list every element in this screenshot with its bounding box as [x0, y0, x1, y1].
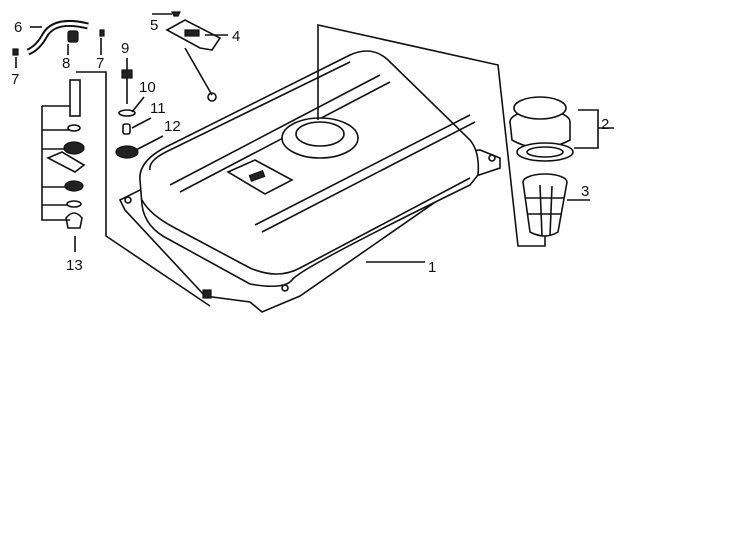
callout-7: 7	[11, 71, 19, 88]
callout-12: 12	[164, 118, 181, 135]
callout-2: 2	[601, 116, 609, 133]
callout-10: 10	[139, 79, 156, 96]
callout-6: 6	[14, 19, 22, 36]
callout-11: 11	[150, 100, 166, 117]
callout-7b: 7	[96, 55, 104, 72]
fuel-gauge	[165, 11, 222, 102]
callout-4: 4	[232, 28, 240, 45]
callout-5: 5	[150, 17, 158, 34]
fuel-strainer	[522, 173, 568, 237]
callout-labels: 6 7 8 7 5 4 9 10 11 12 13 1 2 3	[11, 17, 609, 276]
callout-1: 1	[428, 259, 436, 276]
mount-hardware	[115, 69, 139, 159]
callout-13: 13	[66, 257, 83, 274]
callout-9: 9	[121, 40, 129, 57]
fuel-cock	[46, 79, 86, 229]
fuel-hose	[12, 20, 105, 56]
fuel-cap	[509, 96, 574, 162]
callout-3: 3	[581, 183, 589, 200]
leader-lines	[15, 13, 614, 307]
fuel-tank	[118, 50, 501, 313]
callout-8: 8	[62, 55, 70, 72]
